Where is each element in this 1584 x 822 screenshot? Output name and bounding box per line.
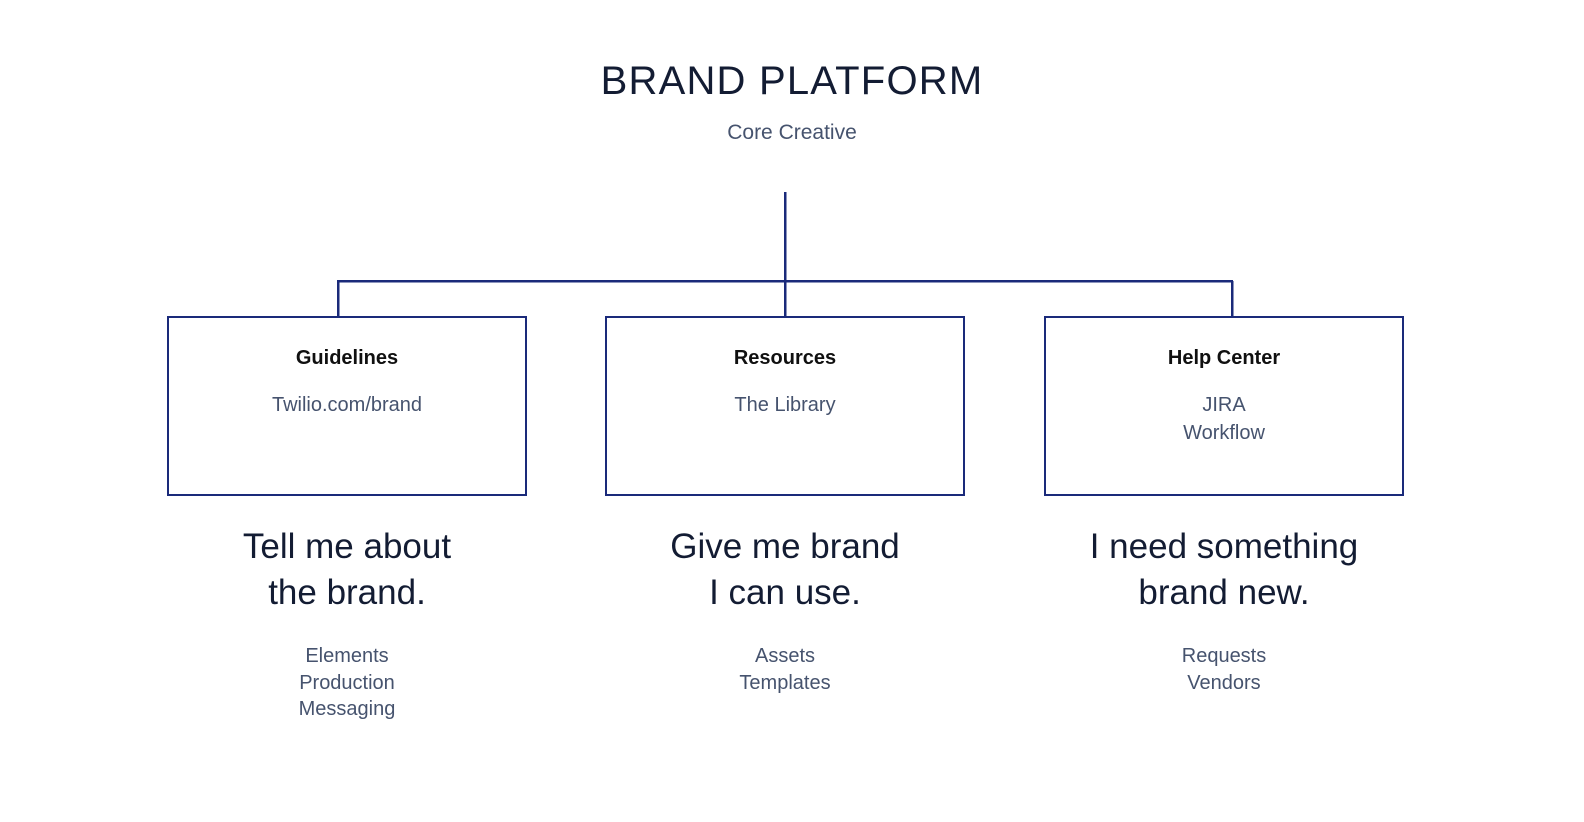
node-subtitle: The Library [607,392,963,420]
list-item: Messaging [298,698,396,721]
node-title: Guidelines [295,347,399,369]
question-line: Give me brand [670,527,900,566]
question-line: brand new. [1138,572,1310,612]
column-items: Assets Templates [605,643,965,696]
list-item: Templates [739,671,831,694]
question-line: the brand. [268,572,426,612]
node-subtitle-line: Twilio.com/brand [271,394,423,416]
node-box-help-center[interactable]: Help Center JIRA Workflow [1044,316,1404,496]
diagram-header: BRAND PLATFORM Core Creative [0,58,1584,145]
node-subtitle: JIRA Workflow [1046,392,1402,447]
page-subtitle: Core Creative [727,121,857,144]
question-line: I can use. [709,572,861,612]
node-subtitle-line: Workflow [1183,421,1265,444]
list-item: Vendors [1187,671,1261,694]
column-help-center: Help Center JIRA Workflow I need somethi… [1044,316,1404,696]
node-title: Resources [733,347,837,369]
node-box-guidelines[interactable]: Guidelines Twilio.com/brand [167,316,527,496]
column-items: Requests Vendors [1044,643,1404,696]
question-line: I need something [1089,527,1359,566]
node-title: Help Center [1167,347,1281,369]
node-subtitle: Twilio.com/brand [169,392,525,420]
column-question: Tell me about the brand. [167,524,527,615]
page-title: BRAND PLATFORM [600,59,984,103]
list-item: Assets [754,645,816,667]
node-box-resources[interactable]: Resources The Library [605,316,965,496]
column-items: Elements Production Messaging [167,643,527,723]
node-subtitle-line: JIRA [1202,394,1246,416]
list-item: Requests [1181,645,1267,667]
column-question: I need something brand new. [1044,524,1404,615]
column-resources: Resources The Library Give me brand I ca… [605,316,965,696]
column-guidelines: Guidelines Twilio.com/brand Tell me abou… [167,316,527,723]
list-item: Production [299,671,395,694]
question-line: Tell me about [242,527,452,566]
list-item: Elements [305,645,389,667]
column-question: Give me brand I can use. [605,524,965,615]
node-subtitle-line: The Library [734,394,836,416]
